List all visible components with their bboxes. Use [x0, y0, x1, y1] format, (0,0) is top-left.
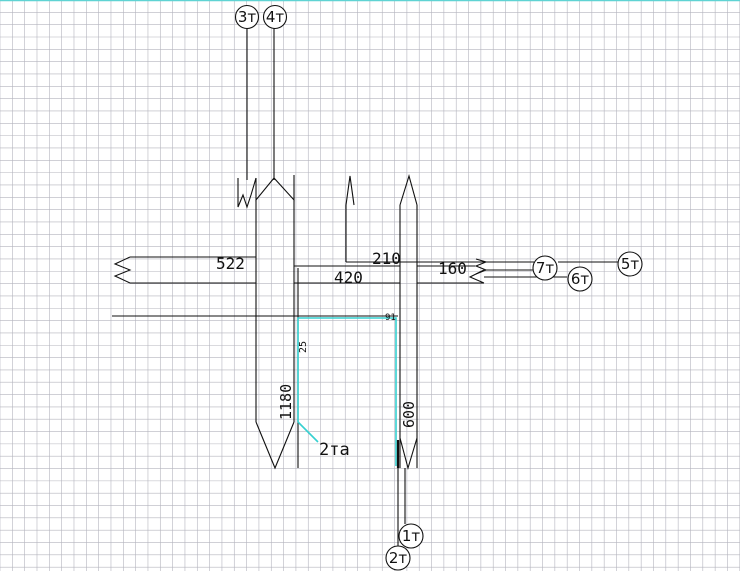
label-91: 91 — [385, 313, 396, 323]
label-600: 600 — [400, 401, 418, 428]
marker-6t: 6т — [567, 266, 593, 292]
marker-1t: 1т — [398, 523, 424, 549]
marker-5t: 5т — [617, 251, 643, 277]
label-522: 522 — [216, 254, 245, 273]
marker-7t: 7т — [532, 255, 558, 281]
label-420: 420 — [334, 268, 363, 287]
label-1180: 1180 — [277, 384, 295, 420]
svg-text:6т: 6т — [571, 270, 590, 288]
svg-text:1т: 1т — [402, 527, 421, 545]
svg-text:4т: 4т — [266, 8, 285, 26]
svg-text:5т: 5т — [621, 255, 640, 273]
marker-2t: 2т — [385, 545, 411, 571]
arrow-420-head — [468, 269, 485, 284]
arrow-4t-head — [255, 175, 295, 202]
arrow-210 — [345, 175, 355, 206]
label-160: 160 — [438, 259, 467, 278]
marker-4t: 4т — [262, 4, 288, 30]
svg-text:7т: 7т — [536, 259, 555, 277]
label-2ta: 2та — [319, 440, 350, 460]
svg-text:3т: 3т — [238, 8, 257, 26]
marker-3t: 3т — [234, 4, 260, 30]
svg-text:2т: 2т — [389, 549, 408, 567]
label-25: 25 — [298, 341, 309, 353]
highlight-branch-2ta — [297, 317, 397, 466]
label-210: 210 — [372, 249, 401, 268]
highlight-leader — [297, 421, 319, 443]
pipe-522-arrow — [113, 256, 132, 284]
highlight-path — [297, 317, 397, 466]
main-pipe-bottom-arrow — [255, 421, 295, 470]
arrow-3t-head — [237, 177, 257, 209]
pipe-600-bottom-v — [399, 437, 418, 471]
pipe-600-top-arrow — [399, 174, 418, 206]
arrow-160-head — [474, 258, 488, 275]
